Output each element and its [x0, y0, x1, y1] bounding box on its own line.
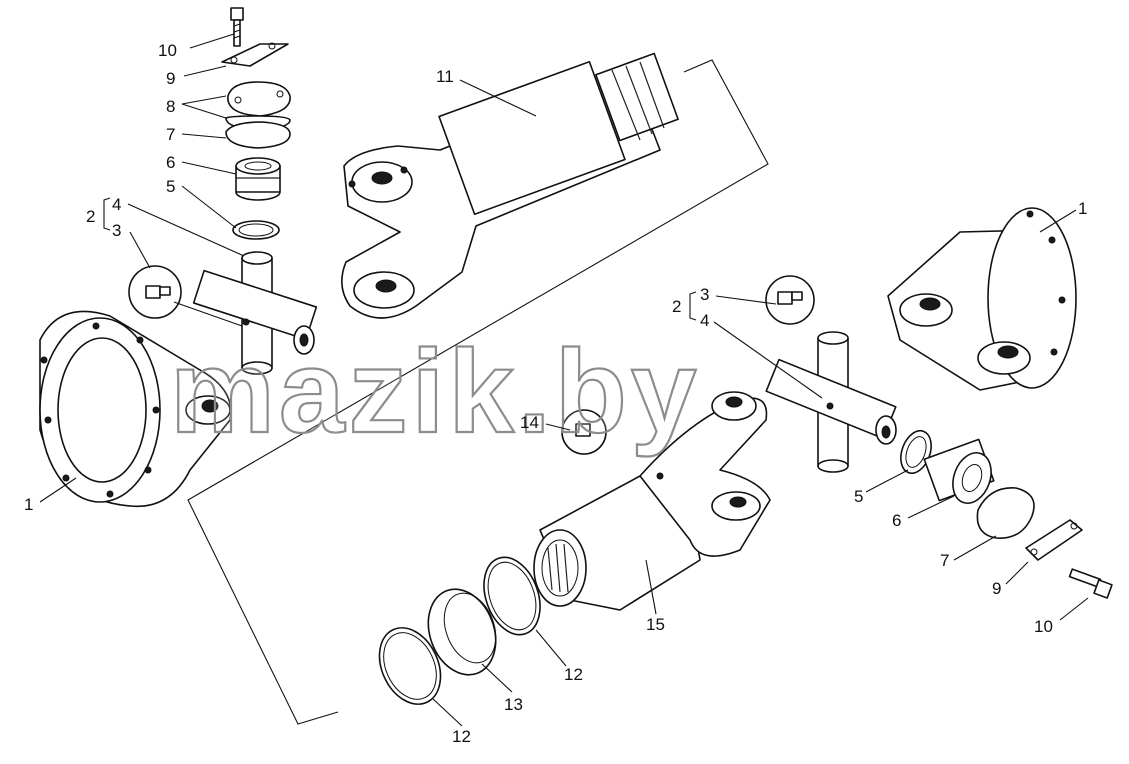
- leader-lines: [39, 33, 1089, 727]
- part-lock-plate-right: [1025, 519, 1083, 561]
- part-grease-nipple-upper-left: [128, 265, 243, 327]
- callout-5-upper-left: 5: [166, 177, 175, 196]
- callout-1-right: 1: [1078, 199, 1087, 218]
- assembly-boundary-line: [187, 59, 769, 725]
- callout-11: 11: [436, 67, 454, 86]
- part-gasket-upper-left: [225, 121, 291, 149]
- part-flange-right: [887, 207, 1077, 391]
- part-grease-nipple-right: [765, 275, 815, 325]
- callout-7-upper-left: 7: [166, 125, 175, 144]
- callout-3-upper-left: 3: [112, 221, 121, 240]
- part-bearing-cup-right: [923, 438, 995, 504]
- callout-labels: 10 9 8 7 6 5 2 4 3 1 11 1 2 3 4 14 5 6 7…: [24, 41, 1087, 746]
- callout-5-right: 5: [854, 487, 863, 506]
- callout-14: 14: [520, 413, 539, 432]
- callout-13: 13: [504, 695, 523, 714]
- part-lock-plate-upper-left: [221, 42, 289, 67]
- part-bolt-upper-left: [230, 7, 244, 47]
- callout-15: 15: [646, 615, 665, 634]
- callout-10-right: 10: [1034, 617, 1053, 636]
- part-ring-bottom: [378, 627, 442, 705]
- callout-2-right: 2: [672, 297, 681, 316]
- part-gasket-right: [976, 487, 1035, 539]
- callout-12-mid: 12: [564, 665, 583, 684]
- part-seal-13: [427, 588, 497, 676]
- callout-12-bottom: 12: [452, 727, 471, 746]
- part-splined-shaft: [341, 52, 679, 319]
- callout-7-right: 7: [940, 551, 949, 570]
- part-cross-spider-right: [765, 331, 897, 473]
- callout-2-upper-left: 2: [86, 207, 95, 226]
- callout-6-upper-left: 6: [166, 153, 175, 172]
- callout-8: 8: [166, 97, 175, 116]
- callout-4-right: 4: [700, 311, 709, 330]
- callout-6-right: 6: [892, 511, 901, 530]
- callout-9-right: 9: [992, 579, 1001, 598]
- part-grease-nipple-yoke: [561, 409, 607, 455]
- callout-4-upper-left: 4: [112, 195, 121, 214]
- part-flange-left: [39, 310, 232, 508]
- part-bearing-cup-upper-left: [235, 157, 281, 201]
- part-cross-spider-upper-left: [192, 251, 318, 375]
- callout-1-left: 1: [24, 495, 33, 514]
- callout-10-upper-left: 10: [158, 41, 177, 60]
- callout-3-right: 3: [700, 285, 709, 304]
- part-ring-mid: [483, 556, 541, 636]
- watermark-text: mazik.by: [170, 326, 700, 458]
- part-bolt-right: [1068, 568, 1113, 599]
- part-yoke-sleeve: [533, 391, 771, 611]
- part-seal-ring-upper-left: [232, 220, 280, 240]
- callout-9-upper-left: 9: [166, 69, 175, 88]
